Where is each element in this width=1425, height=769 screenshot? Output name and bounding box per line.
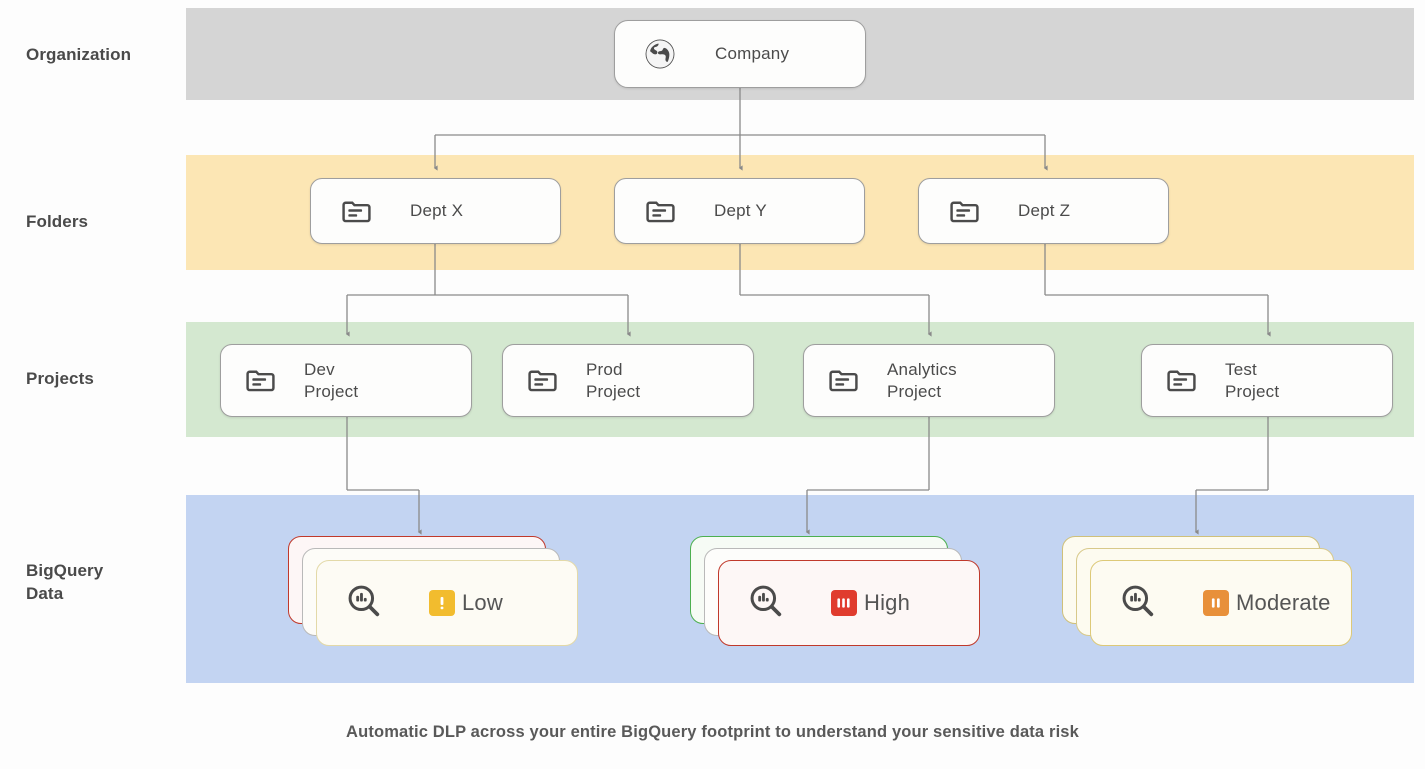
- row-label-folders: Folders: [26, 212, 89, 231]
- node-prod-project[interactable]: Prod Project: [502, 344, 754, 417]
- risk-moderate-badge-icon: [1203, 590, 1229, 616]
- node-company-label: Company: [715, 44, 790, 64]
- node-dept-x-label: Dept X: [410, 201, 464, 221]
- node-dev-project[interactable]: Dev Project: [220, 344, 472, 417]
- diagram-caption: Automatic DLP across your entire BigQuer…: [346, 723, 1079, 741]
- node-analytics-project[interactable]: Analytics Project: [803, 344, 1055, 417]
- node-analytics-project-label: Analytics Project: [887, 359, 957, 401]
- folder-icon: [527, 365, 558, 396]
- row-label-projects: Projects: [26, 369, 94, 388]
- folder-icon: [828, 365, 859, 396]
- data-stack-low[interactable]: Low: [288, 536, 578, 646]
- data-card-front[interactable]: High: [718, 560, 980, 646]
- node-company[interactable]: Company: [614, 20, 866, 88]
- folder-icon: [645, 196, 676, 227]
- risk-level-label: Moderate: [1236, 590, 1331, 615]
- bigquery-magnifier-icon: [747, 582, 785, 625]
- node-prod-project-label: Prod Project: [586, 359, 641, 401]
- risk-level-label: Low: [462, 590, 503, 615]
- row-label-organization: Organization: [26, 45, 132, 64]
- risk-high-badge-icon: [831, 590, 857, 616]
- folder-icon: [949, 196, 980, 227]
- node-dept-z-label: Dept Z: [1018, 201, 1071, 221]
- bigquery-magnifier-icon: [1119, 582, 1157, 625]
- node-dept-y[interactable]: Dept Y: [614, 178, 865, 244]
- data-card-front[interactable]: Low: [316, 560, 578, 646]
- node-dept-x[interactable]: Dept X: [310, 178, 561, 244]
- bigquery-magnifier-icon: [345, 582, 383, 625]
- node-test-project[interactable]: Test Project: [1141, 344, 1393, 417]
- node-dev-project-label: Dev Project: [304, 359, 359, 401]
- row-label-bigquery-data: BigQuery Data: [26, 561, 104, 603]
- data-card-front[interactable]: Moderate: [1090, 560, 1352, 646]
- data-stack-moderate[interactable]: Moderate: [1062, 536, 1352, 646]
- node-dept-z[interactable]: Dept Z: [918, 178, 1169, 244]
- node-dept-y-label: Dept Y: [714, 201, 767, 221]
- folder-icon: [1166, 365, 1197, 396]
- folder-icon: [341, 196, 372, 227]
- folder-icon: [245, 365, 276, 396]
- node-test-project-label: Test Project: [1225, 359, 1280, 401]
- risk-low-badge-icon: [429, 590, 455, 616]
- data-stack-high[interactable]: High: [690, 536, 980, 646]
- risk-level-label: High: [864, 590, 911, 615]
- globe-icon: [643, 37, 677, 71]
